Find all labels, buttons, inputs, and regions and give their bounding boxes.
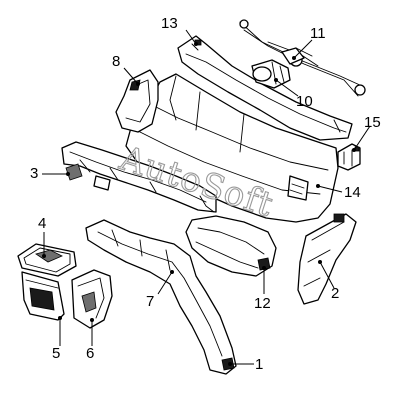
part-7-long-insulation-panel [85,219,237,375]
part-11-wiper-linkage [239,19,366,97]
callout-1: 1 [255,356,263,373]
part-14-bulkhead-plenum [125,73,339,223]
callout-7: 7 [146,293,154,310]
callout-numbers: 13 11 10 8 15 3 14 2 12 7 4 5 6 1 [30,15,381,373]
callout-12: 12 [254,295,271,312]
part-3-lower-cross-member [61,141,217,213]
callout-14: 14 [344,184,361,201]
callout-2: 2 [331,285,339,302]
leader-lines [42,29,371,366]
callout-13: 13 [161,15,178,32]
part-4-box-cover [17,243,77,277]
part-15-bracket [337,143,361,171]
part-8-left-upper-panel [115,69,159,133]
part-12-curved-insulator [185,215,277,277]
part-2-right-side-panel [297,213,357,305]
callout-5: 5 [52,345,60,362]
callout-6: 6 [86,345,94,362]
callout-15: 15 [364,114,381,131]
part-13-cowl-top [177,35,353,141]
callout-10: 10 [296,93,313,110]
callout-11: 11 [310,25,326,42]
callout-8: 8 [112,53,120,70]
callout-3: 3 [30,165,38,182]
part-6-side-block [71,269,113,329]
part-5-box-body [21,271,65,321]
callout-4: 4 [38,215,46,232]
